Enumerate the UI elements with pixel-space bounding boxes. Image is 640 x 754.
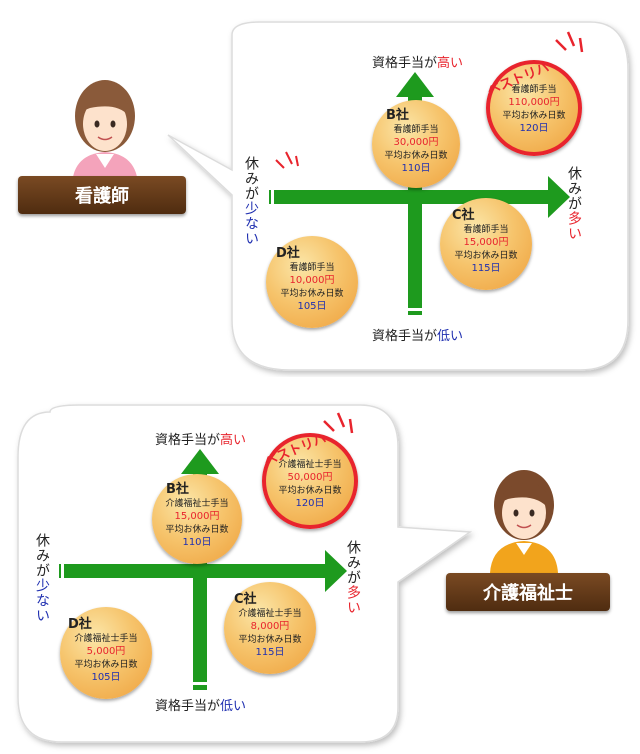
right-arrowhead [325, 550, 347, 592]
best-reha-bubble: 介護福祉士手当 50,000円 平均お休み日数 120日 [262, 433, 358, 529]
emphasis-marks-left [275, 151, 299, 169]
up-arrowhead [181, 449, 219, 474]
axis-right-label: 休みが多い [345, 540, 361, 615]
care-worker-role-tag: 介護福祉士 [446, 573, 610, 611]
best-reha-bubble: 看護師手当 110,000円 平均お休み日数 120日 [486, 60, 582, 156]
nurse-avatar [72, 80, 138, 184]
company-c-bubble: C社 介護福祉士手当 8,000円 平均お休み日数 115日 [224, 582, 316, 674]
horizontal-axis [55, 564, 327, 578]
company-d-bubble: D社 看護師手当 10,000円 平均お休み日数 105日 [266, 236, 358, 328]
nurse-panel: 資格手当が高い 資格手当が低い 休みが少ない 休みが多い 看護師手当 110,0… [18, 21, 629, 371]
company-d-bubble: D社 介護福祉士手当 5,000円 平均お休み日数 105日 [60, 607, 152, 699]
axis-left-label: 休みが少ない [34, 533, 50, 623]
care-worker-panel: 資格手当が高い 資格手当が低い 休みが少ない 休みが多い 介護福祉士手当 50,… [0, 377, 640, 754]
axis-left-label: 休みが少ない [243, 156, 259, 246]
horizontal-axis [265, 190, 550, 204]
axis-bottom-label: 資格手当が低い [155, 699, 247, 714]
emphasis-marks-best [555, 31, 584, 53]
care-worker-avatar [490, 470, 558, 573]
company-b-bubble: B社 看護師手当 30,000円 平均お休み日数 110日 [372, 100, 460, 188]
axis-bottom-label: 資格手当が低い [372, 329, 464, 344]
emphasis-marks-best [323, 412, 354, 434]
up-arrowhead [396, 72, 434, 97]
nurse-role-tag: 看護師 [18, 176, 186, 214]
company-b-bubble: B社 介護福祉士手当 15,000円 平均お休み日数 110日 [152, 474, 242, 564]
right-arrowhead [548, 176, 570, 218]
axis-top-label: 資格手当が高い [372, 56, 464, 71]
axis-top-label: 資格手当が高い [155, 433, 247, 448]
company-c-bubble: C社 看護師手当 15,000円 平均お休み日数 115日 [440, 198, 532, 290]
axis-right-label: 休みが多い [566, 166, 582, 241]
